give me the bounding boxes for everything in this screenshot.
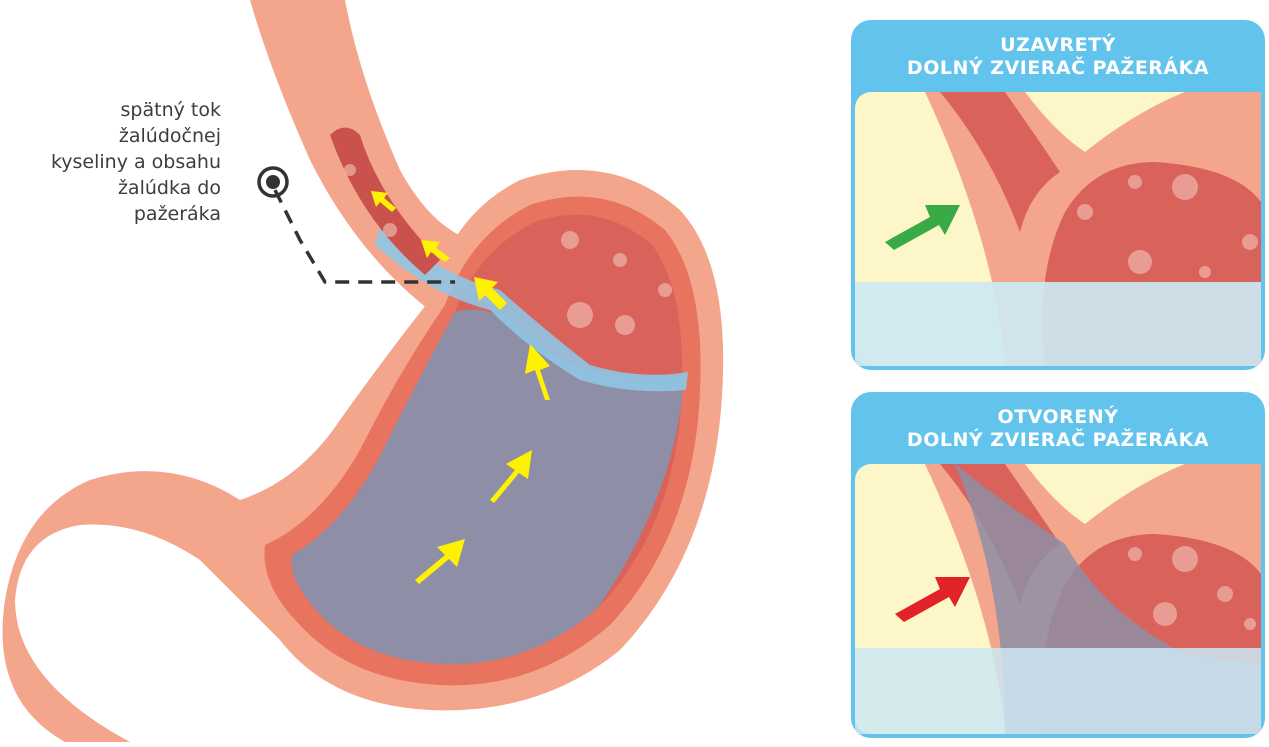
panel-title-line1: UZAVRETÝ <box>851 20 1265 57</box>
annotation-line: žalúdka do <box>21 175 221 201</box>
annotation-line: spätný tok <box>21 97 221 123</box>
panel-closed-sphincter: UZAVRETÝ DOLNÝ ZVIERAČ PAŽERÁKA <box>851 20 1265 370</box>
panel-title-line2: DOLNÝ ZVIERAČ PAŽERÁKA <box>851 429 1265 452</box>
panel-title-line2: DOLNÝ ZVIERAČ PAŽERÁKA <box>851 57 1265 80</box>
closed-sphincter-illustration <box>855 92 1261 366</box>
panel-title: OTVORENÝ DOLNÝ ZVIERAČ PAŽERÁKA <box>851 392 1265 464</box>
panel-open-sphincter: OTVORENÝ DOLNÝ ZVIERAČ PAŽERÁKA <box>851 392 1265 738</box>
annotation-line: kyseliny a obsahu <box>21 149 221 175</box>
target-icon <box>259 168 287 196</box>
panel-title: UZAVRETÝ DOLNÝ ZVIERAČ PAŽERÁKA <box>851 20 1265 92</box>
annotation-line: žalúdočnej <box>21 123 221 149</box>
annotation-line: pažeráka <box>21 201 221 227</box>
open-sphincter-illustration <box>855 464 1261 734</box>
reflux-annotation: spätný tok žalúdočnej kyseliny a obsahu … <box>21 97 221 227</box>
panel-title-line1: OTVORENÝ <box>851 392 1265 429</box>
